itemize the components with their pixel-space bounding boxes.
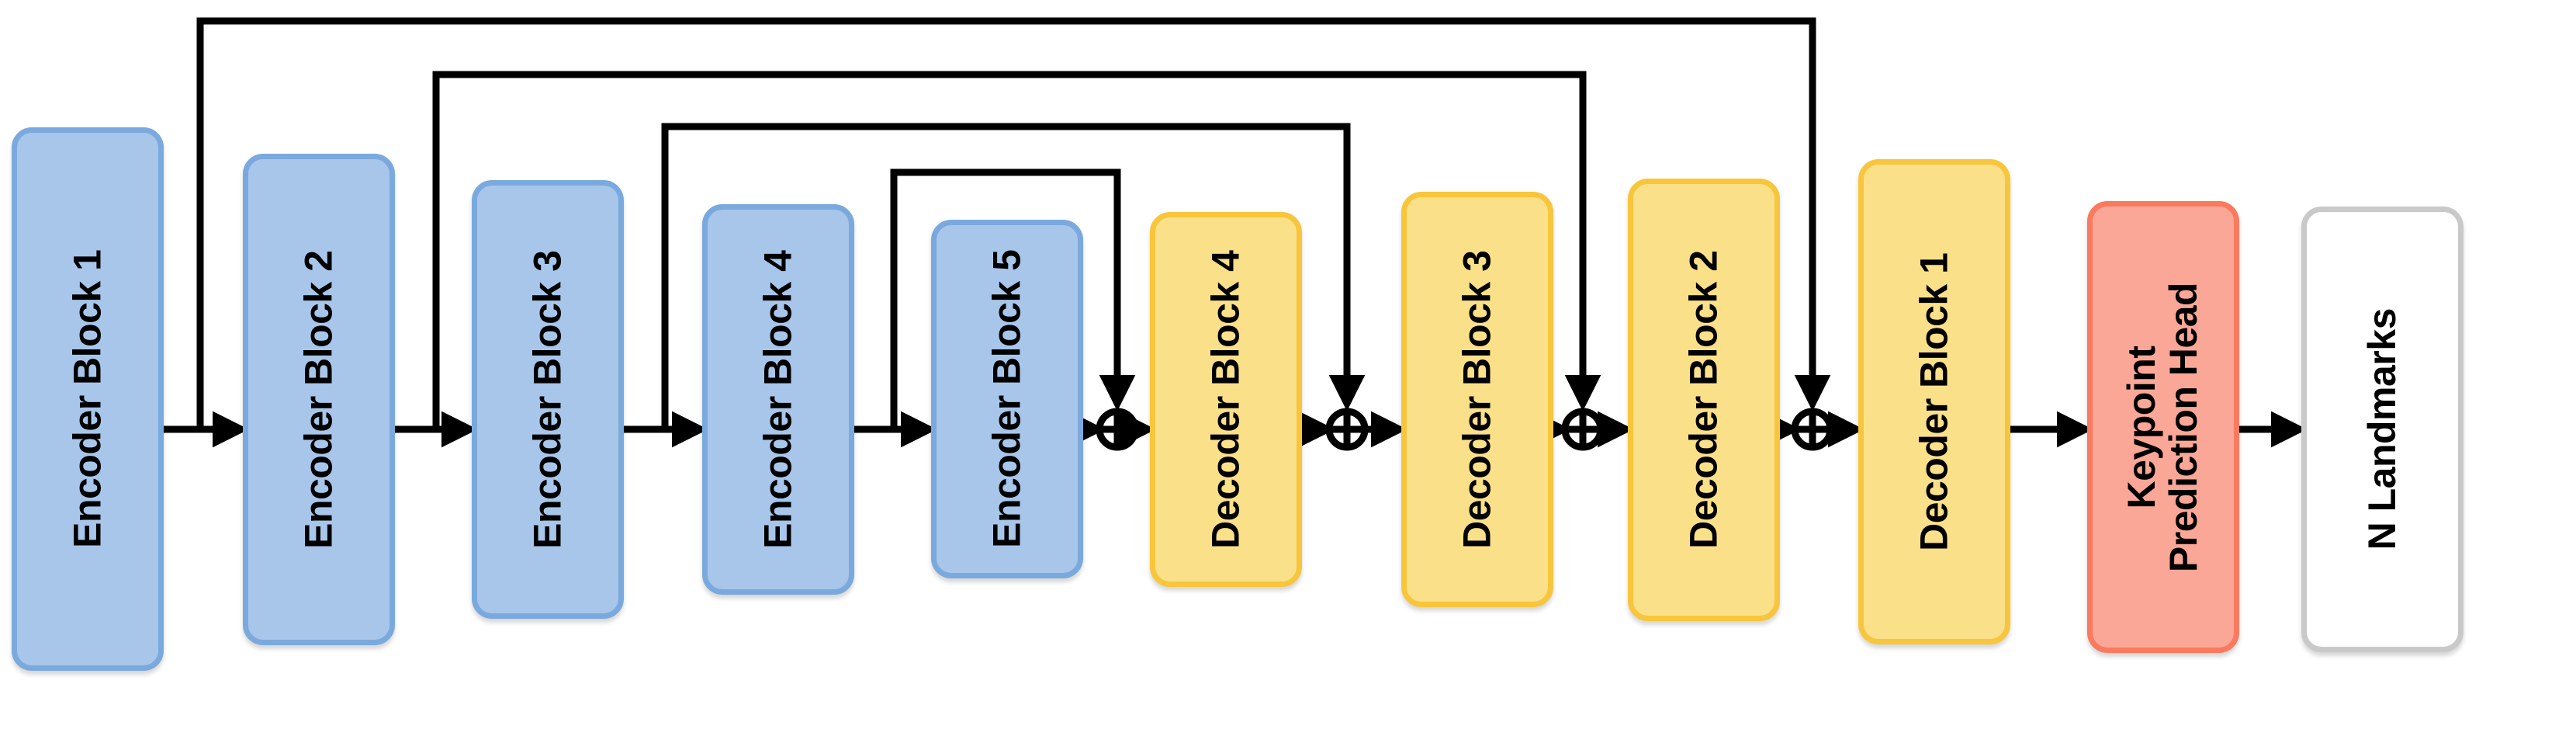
- block-enc5[interactable]: Encoder Block 5: [931, 220, 1083, 578]
- adder-icon-add1: [1791, 408, 1834, 451]
- block-label-enc5: Encoder Block 5: [985, 249, 1029, 549]
- block-dec3[interactable]: Decoder Block 3: [1401, 192, 1553, 607]
- block-enc3[interactable]: Encoder Block 3: [472, 180, 624, 619]
- adder-icon-add3: [1325, 408, 1369, 451]
- block-label-dec3: Decoder Block 3: [1455, 250, 1499, 549]
- block-label-enc3: Encoder Block 3: [525, 250, 570, 549]
- block-out[interactable]: N Landmarks: [2301, 207, 2463, 652]
- block-label-out: N Landmarks: [2360, 308, 2404, 550]
- block-enc1[interactable]: Encoder Block 1: [12, 127, 164, 671]
- block-dec2[interactable]: Decoder Block 2: [1628, 179, 1780, 621]
- block-label-dec2: Decoder Block 2: [1681, 250, 1726, 550]
- block-dec4[interactable]: Decoder Block 4: [1150, 212, 1302, 587]
- block-enc2[interactable]: Encoder Block 2: [243, 154, 395, 645]
- block-label-enc4: Encoder Block 4: [756, 250, 800, 549]
- block-label-enc1: Encoder Block 1: [65, 249, 109, 549]
- adder-icon-add4: [1096, 408, 1139, 451]
- adder-icon-add2: [1561, 408, 1605, 451]
- block-label-enc2: Encoder Block 2: [296, 250, 341, 549]
- block-enc4[interactable]: Encoder Block 4: [702, 204, 854, 595]
- block-label-dec1: Decoder Block 1: [1912, 252, 1956, 551]
- block-dec1[interactable]: Decoder Block 1: [1858, 159, 2010, 644]
- block-label-dec4: Decoder Block 4: [1203, 250, 1248, 549]
